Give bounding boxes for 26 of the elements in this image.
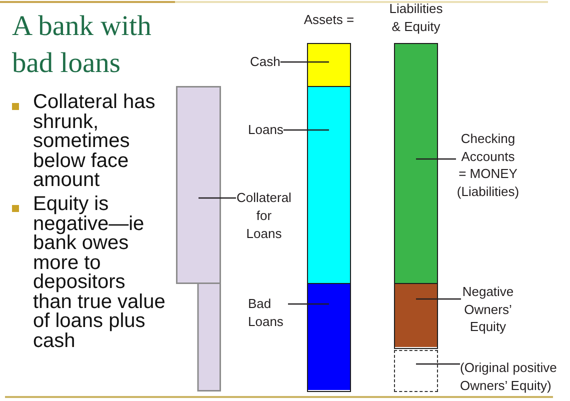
bar-segment — [308, 44, 350, 86]
leader-line — [416, 158, 456, 160]
leader-line — [288, 303, 329, 305]
bullet-text: Equity is negative—ie bank owes more to depositors than true value of loans plus cash — [33, 195, 166, 351]
leader-line — [283, 129, 329, 131]
leader-label: Cash — [250, 53, 280, 71]
leader-label: Collateral for Loans — [236, 189, 292, 243]
bullet-text: Collateral has shrunk, sometimes below face amount — [33, 93, 156, 190]
collateral-bar — [176, 86, 221, 392]
leader-label: Loans — [248, 121, 284, 139]
bar-segment — [308, 282, 350, 390]
bar-segment — [308, 86, 350, 282]
column-heading: Assets = — [304, 10, 354, 28]
leader-label: Bad Loans — [248, 295, 288, 331]
leader-label: Negative Owners’ Equity — [461, 283, 515, 336]
leader-line — [280, 61, 329, 63]
bar-segment — [395, 282, 437, 347]
leader-line — [198, 197, 236, 199]
dashed-box — [394, 350, 438, 392]
bar-segment — [395, 44, 437, 282]
leader-label: Checking Accounts = MONEY (Liabilities) — [456, 130, 520, 201]
leader-line — [416, 363, 460, 365]
slide-title: A bank with bad loans — [12, 10, 152, 81]
leader-line — [416, 298, 461, 300]
leader-label: (Original positive Owners’ Equity) — [460, 359, 562, 394]
column-heading: Liabilities & Equity — [388, 0, 444, 36]
